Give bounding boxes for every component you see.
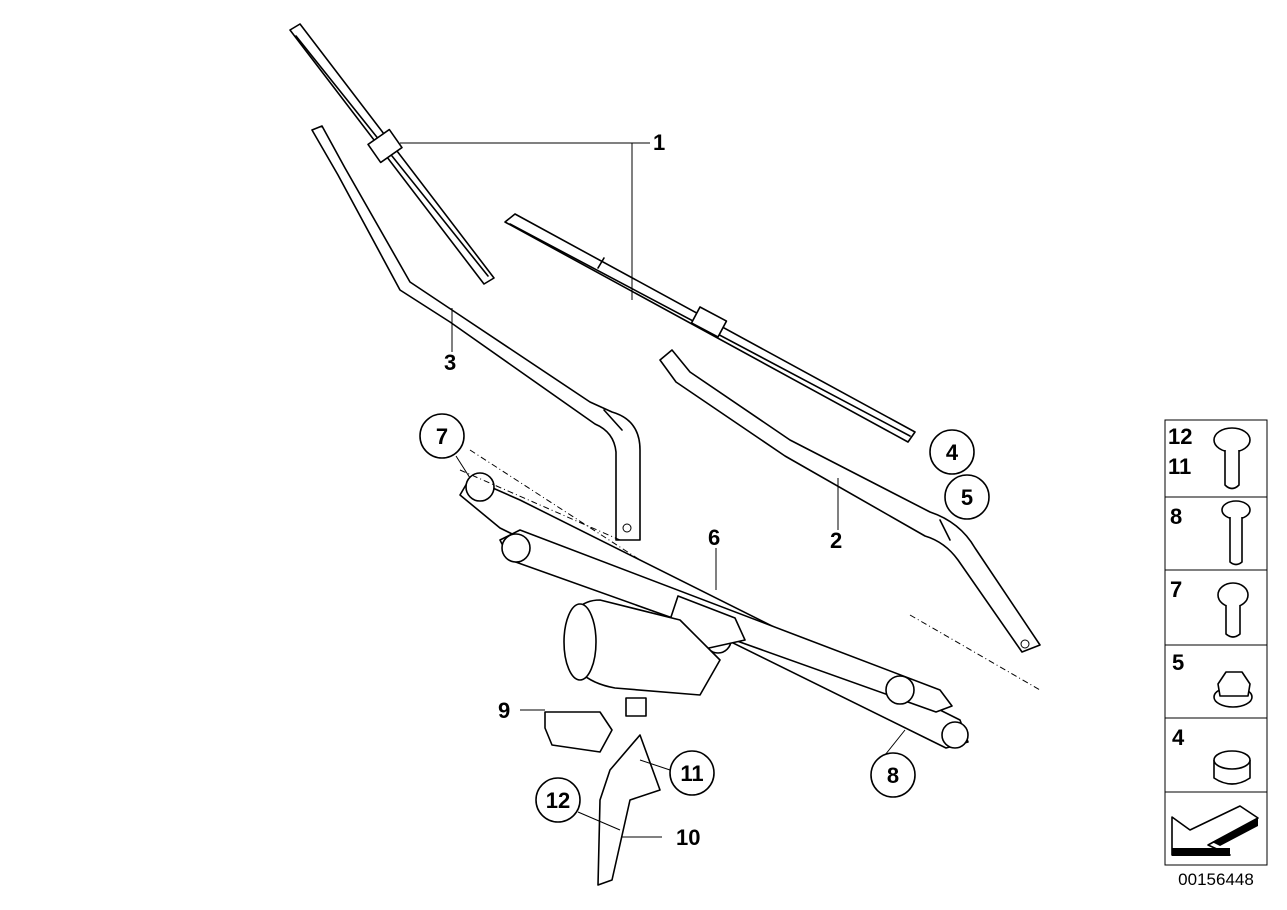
wiper-arm-left[interactable] xyxy=(311,125,641,541)
legend-label-4: 4 xyxy=(1172,725,1185,750)
direction-arrow-icon xyxy=(1171,805,1259,856)
screw-icon-8 xyxy=(1221,500,1251,566)
nut-icon-5 xyxy=(1213,671,1253,708)
callout-1: 1 xyxy=(653,130,665,155)
screw-icon-7 xyxy=(1217,582,1249,638)
legend-label-11: 11 xyxy=(1168,454,1191,479)
callout-5: 5 xyxy=(961,485,973,510)
callout-3: 3 xyxy=(444,350,456,375)
cap-icon-4 xyxy=(1213,750,1251,785)
wiper-linkage[interactable] xyxy=(459,472,969,749)
wiper-blade-left[interactable] xyxy=(289,23,495,285)
callout-9: 9 xyxy=(498,698,510,723)
legend-label-7: 7 xyxy=(1170,577,1182,602)
callout-6: 6 xyxy=(708,525,720,550)
callout-2: 2 xyxy=(830,528,842,553)
legend-label-8: 8 xyxy=(1170,504,1182,529)
callout-circle-11 xyxy=(669,750,715,796)
bracket-part[interactable] xyxy=(597,734,661,886)
legend-label-5: 5 xyxy=(1172,650,1184,675)
callout-12: 12 xyxy=(546,788,570,813)
callout-circle-4 xyxy=(929,429,975,475)
legend-label-12: 12 xyxy=(1168,424,1192,449)
callout-11: 11 xyxy=(680,761,703,786)
callout-circle-7 xyxy=(419,413,465,459)
clip-part[interactable] xyxy=(544,711,613,753)
callout-4: 4 xyxy=(946,440,959,465)
callout-circle-12 xyxy=(535,777,581,823)
fastener-legend: 12 11 8 7 5 4 xyxy=(1164,419,1268,866)
callout-circle-8 xyxy=(870,752,916,798)
callout-7: 7 xyxy=(436,424,448,449)
wiper-blade-right[interactable] xyxy=(504,213,916,443)
callout-circle-5 xyxy=(944,474,990,520)
image-code: 00156448 xyxy=(1178,870,1254,889)
callout-8: 8 xyxy=(887,763,899,788)
wiper-arm-right[interactable] xyxy=(659,349,1041,653)
callout-10: 10 xyxy=(676,825,700,850)
screw-icon-12-11 xyxy=(1213,427,1251,490)
